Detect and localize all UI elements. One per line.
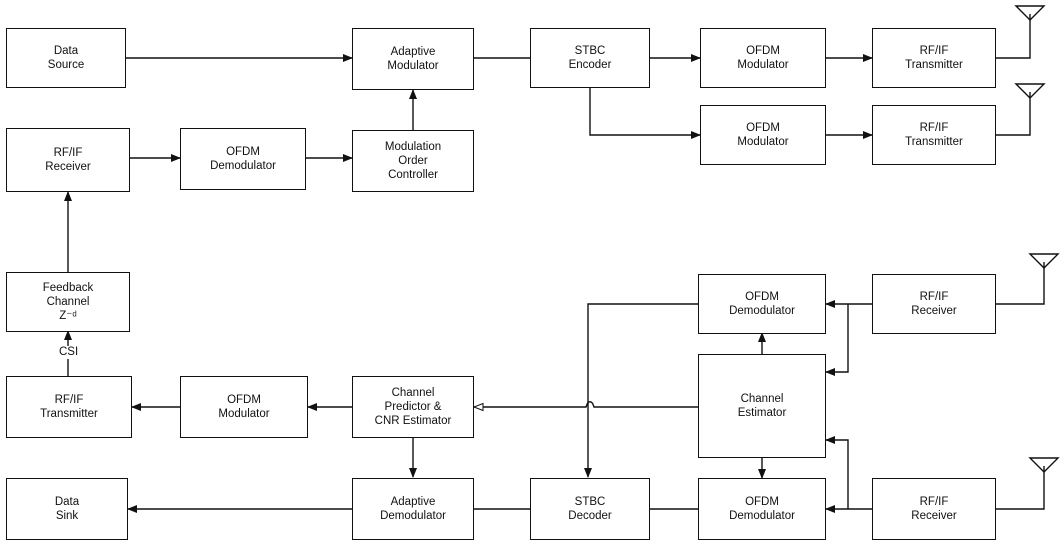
tx1-antenna-feed bbox=[996, 14, 1031, 59]
tx1-antenna bbox=[1014, 5, 1046, 21]
rx2-antenna bbox=[1028, 457, 1060, 473]
tx2-antenna bbox=[1014, 83, 1046, 99]
arrow-estimator-to-predictor bbox=[474, 401, 698, 407]
arrow-rx1-to-estimator bbox=[825, 304, 849, 376]
tx2-antenna-feed bbox=[996, 92, 1031, 136]
arrow-encoder-to-ofdm-mod2 bbox=[589, 88, 701, 139]
arrow-ofdm-demod1-to-decoder bbox=[584, 303, 698, 478]
csi-label: CSI bbox=[58, 346, 80, 359]
arrow-rx2-to-estimator bbox=[825, 436, 849, 509]
rx1-antenna bbox=[1028, 253, 1060, 269]
rx2-antenna-feed bbox=[996, 466, 1045, 510]
rx1-antenna-feed bbox=[996, 262, 1045, 305]
